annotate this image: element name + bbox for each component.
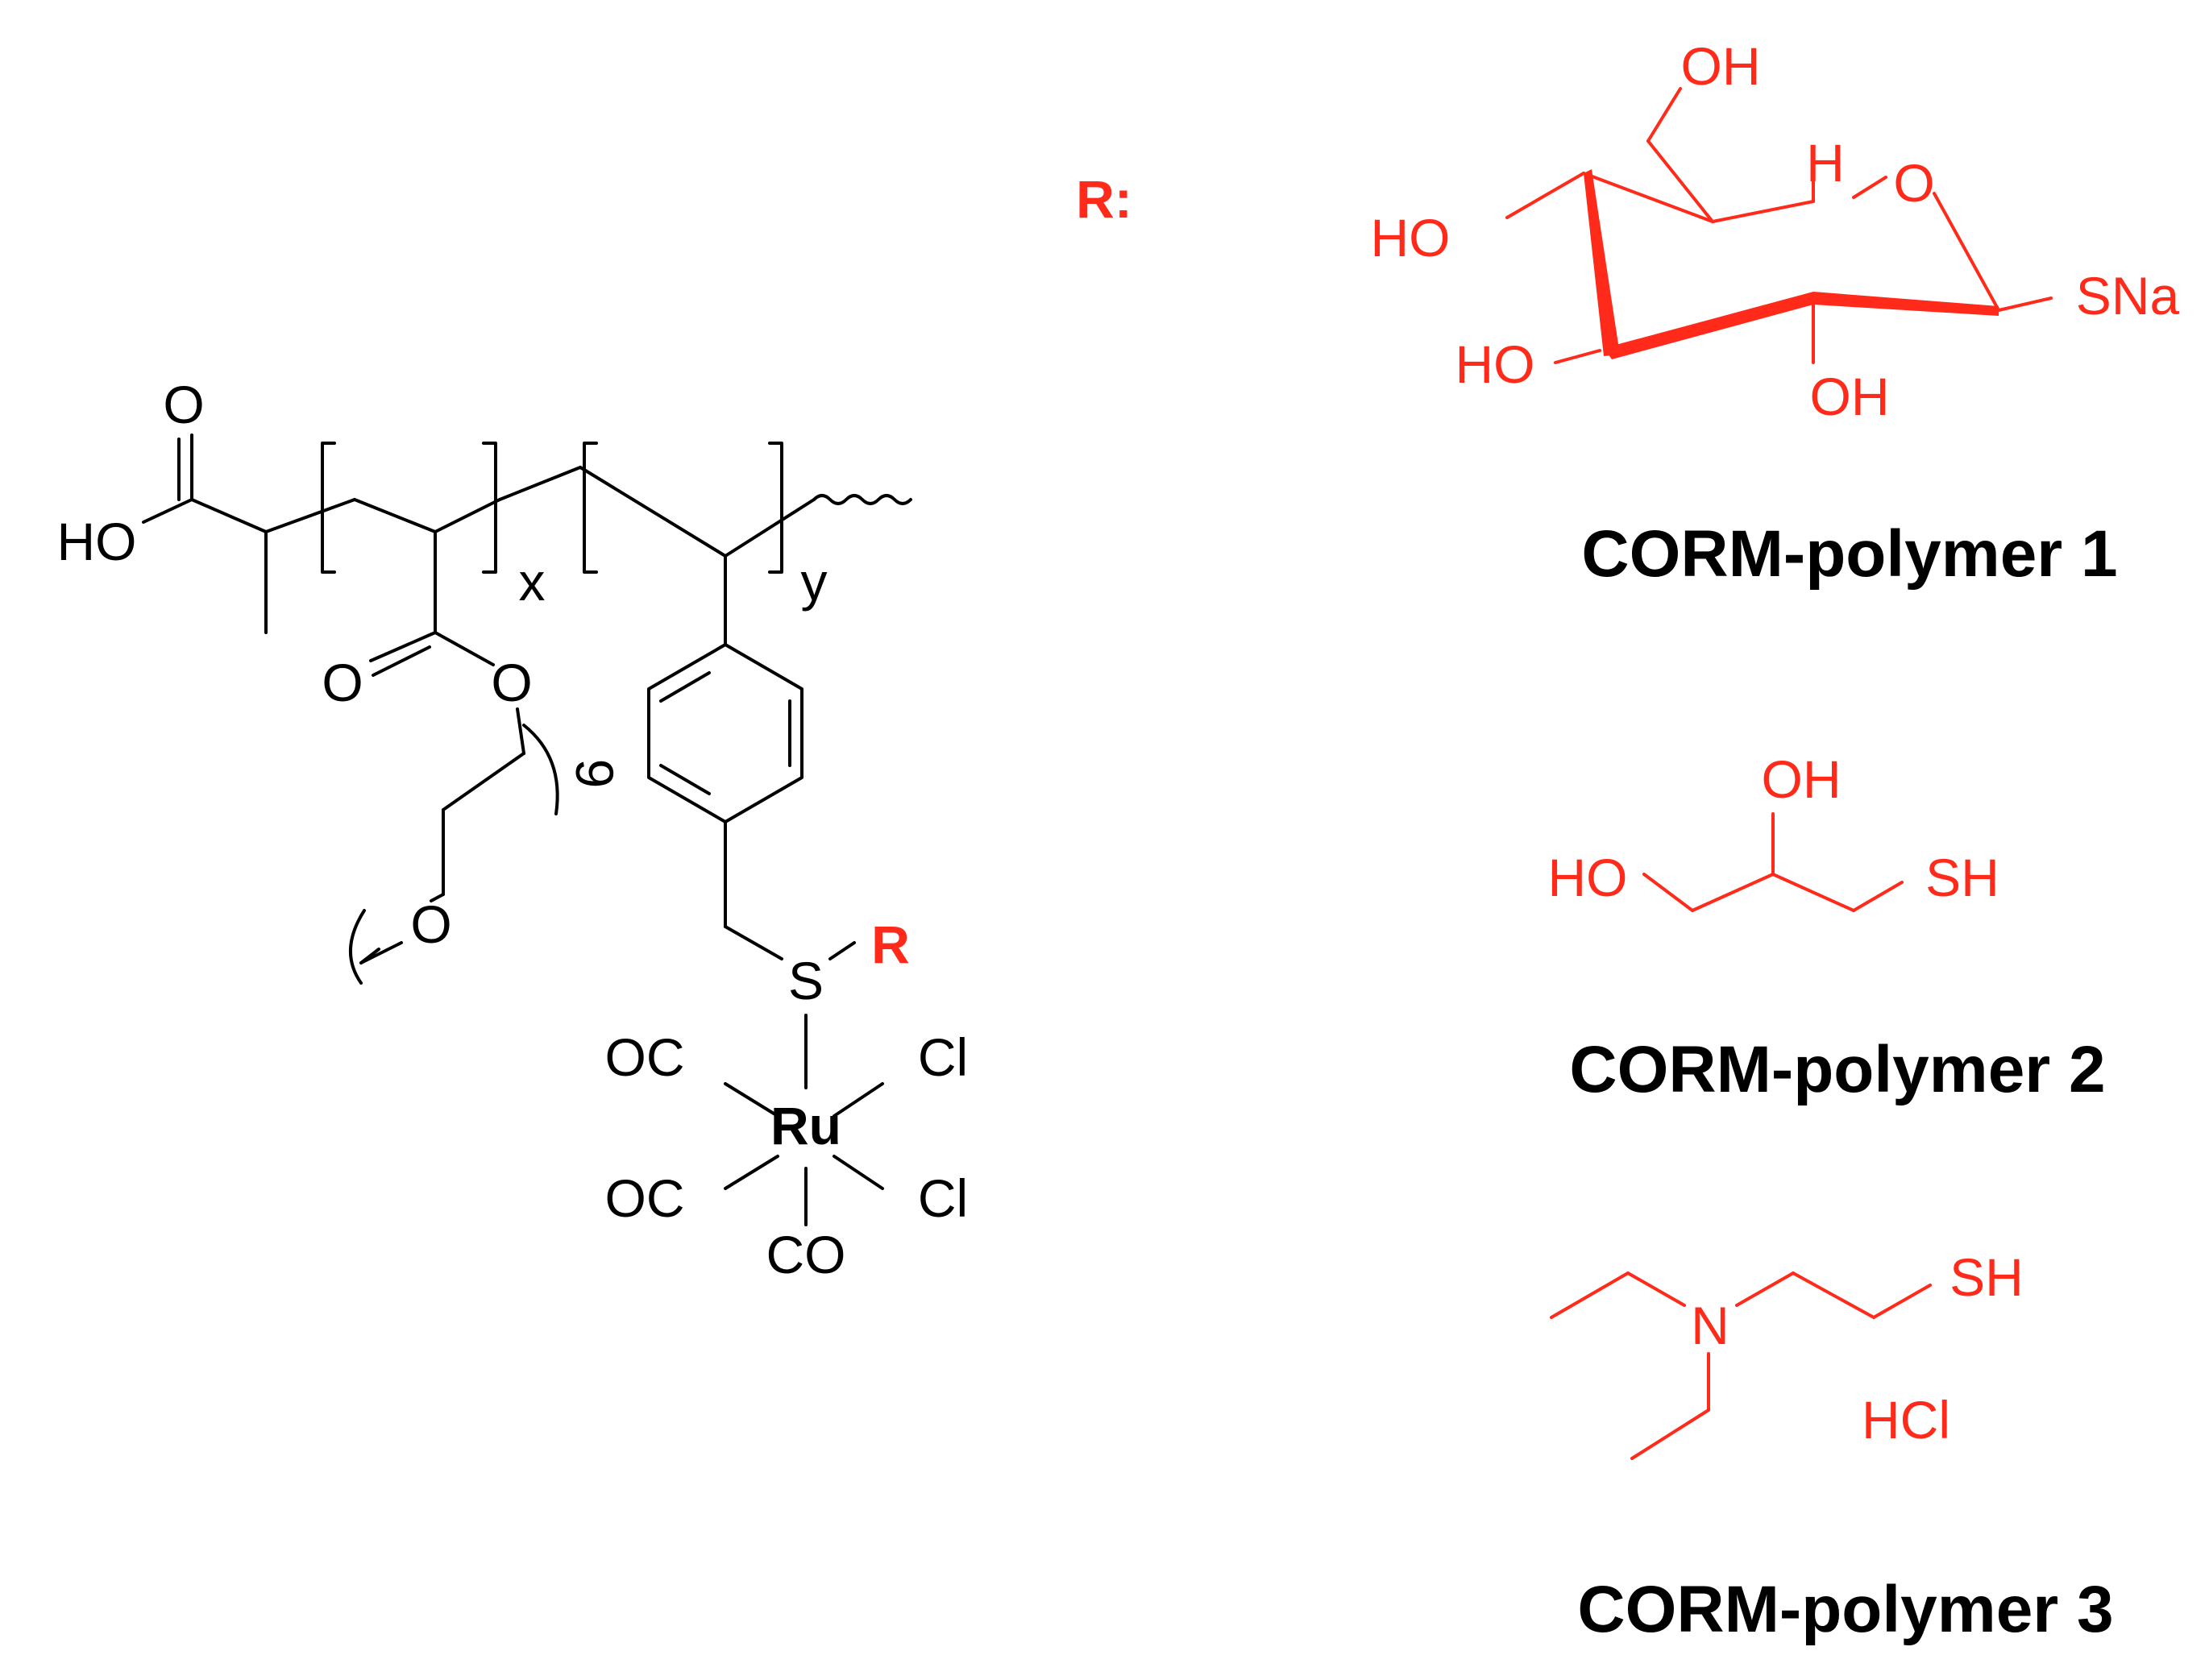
ester-oxygen-label: O [491, 653, 532, 712]
polymer-structure: O HO O O 9 O x y S R Ru OC Cl OC Cl CO [57, 375, 969, 1284]
r-group-1-bonds [1505, 87, 2053, 364]
caption-corm-polymer-1: CORM-polymer 1 [1581, 517, 2117, 591]
carbonyl-ligand-bottom-label: OC [605, 1168, 685, 1228]
r3-hcl-label: HCl [1862, 1390, 1950, 1450]
hydroxyl-top-label: OH [1681, 36, 1761, 96]
r2-hydroxyl-top-label: OH [1762, 749, 1842, 809]
hydroxyl-lower-label: OH [1810, 367, 1890, 426]
r-group-2-bonds [1642, 812, 1904, 912]
hydroxyl-lower-left-label: HO [1455, 334, 1535, 394]
caption-corm-polymer-3: CORM-polymer 3 [1577, 1573, 2113, 1646]
r-group-label: R [871, 915, 910, 974]
subscript-x-label: x [519, 552, 546, 612]
carbonyl-oxygen-label: O [163, 375, 204, 434]
wedge-bond-left [1584, 169, 1620, 356]
carbonyl-ligand-axial-label: CO [766, 1225, 846, 1284]
r3-thiol-label: SH [1949, 1247, 2024, 1307]
terminal-oxygen-label: O [410, 894, 451, 954]
wedge-bond-right [1813, 292, 1999, 316]
subscript-y-label: y [801, 552, 828, 612]
hydroxyl-left-label: HO [1371, 208, 1451, 268]
ruthenium-label: Ru [770, 1096, 841, 1155]
ring-oxygen-label: O [1893, 153, 1934, 213]
r3-nitrogen-label: N [1691, 1296, 1729, 1355]
polymer-bonds [142, 433, 912, 1226]
caption-corm-polymer-2: CORM-polymer 2 [1569, 1033, 2105, 1106]
acid-hydroxyl-label: HO [57, 512, 137, 571]
sulfur-label: S [788, 951, 824, 1010]
ester-carbonyl-oxygen-label: O [322, 653, 363, 712]
sodium-thiolate-label: SNa [2076, 266, 2180, 326]
r-group-3-bonds [1550, 1271, 1932, 1460]
chloride-bottom-label: Cl [918, 1168, 968, 1228]
r-group-2-thioglycerol: OH HO SH [1548, 749, 1999, 912]
r-heading: R: [1076, 169, 1132, 229]
wedge-bond-front [1604, 292, 1813, 359]
r2-hydroxyl-left-label: HO [1548, 848, 1628, 907]
r2-thiol-label: SH [1925, 848, 1999, 907]
peg-repeat-label: 9 [565, 759, 625, 789]
carbonyl-ligand-top-label: OC [605, 1027, 685, 1087]
r-group-3-diethylaminoethanethiol: N SH HCl [1550, 1247, 2024, 1460]
chloride-top-label: Cl [918, 1027, 968, 1087]
r-group-1-thioglucose: OH HO H O SNa HO OH [1371, 36, 2180, 426]
hydrogen-label: H [1806, 133, 1845, 193]
